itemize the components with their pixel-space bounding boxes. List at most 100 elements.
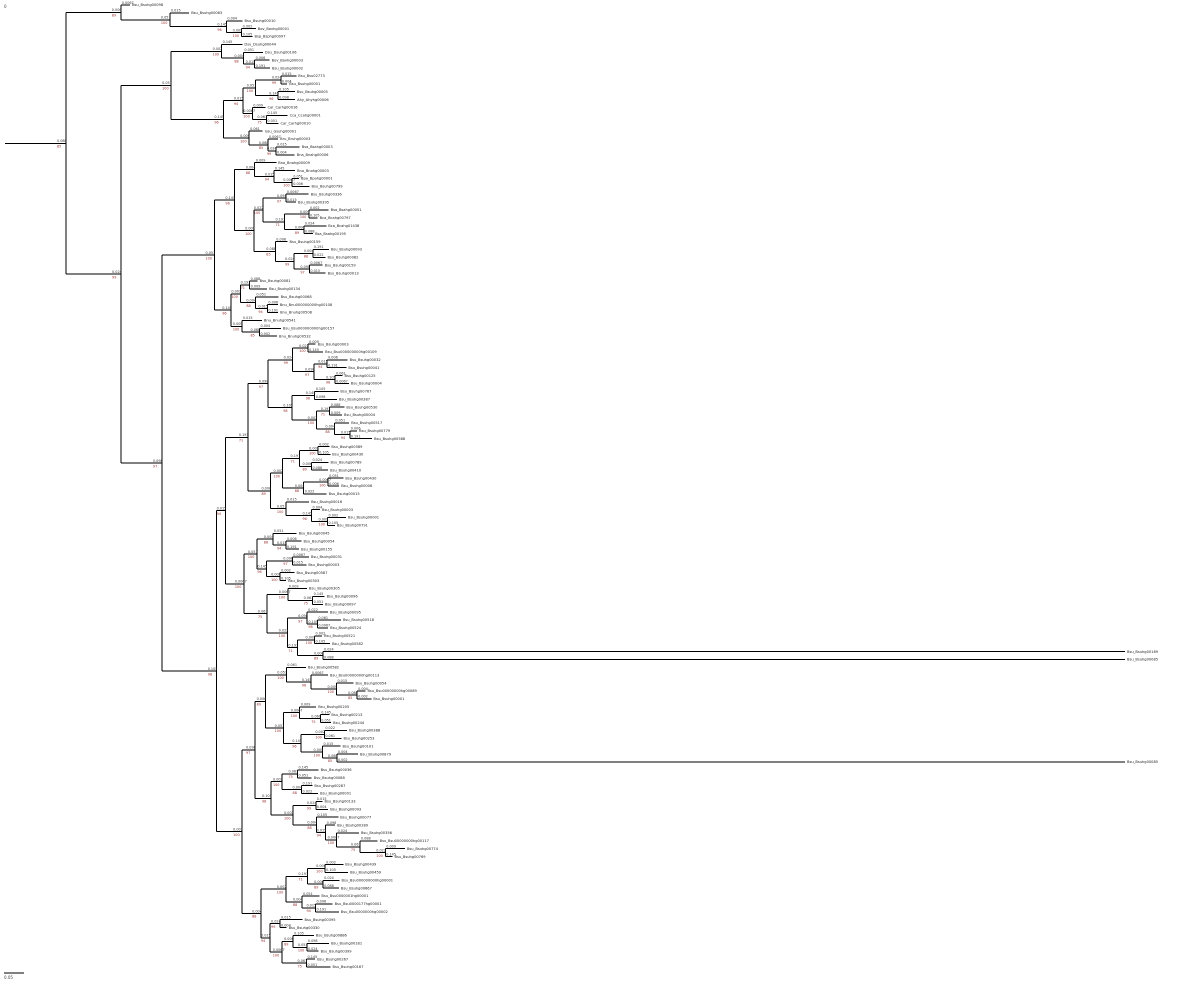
bootstrap-label: 94 xyxy=(246,65,250,69)
branch-length-label: 0.191 xyxy=(351,434,361,438)
branch-length-label: 0.088 xyxy=(324,655,334,659)
tip-label: Bsu_Bsu00000000hg00117 xyxy=(380,839,429,843)
branch-length-label: 0.0067 xyxy=(122,1,134,5)
branch-length-label: 0.022 xyxy=(299,344,309,348)
branch-length-label: 0.145 xyxy=(302,678,312,682)
branch-length-label: 0.006 xyxy=(329,482,339,486)
branch-length-label: 0.024 xyxy=(272,76,282,80)
bootstrap-label: 89 xyxy=(295,231,299,235)
branch-length-label: 0.006 xyxy=(112,8,122,12)
branch-length-label: 0.009 xyxy=(233,322,243,326)
branch-length-label: 0.051 xyxy=(277,671,287,675)
branch-length-label: 0.006 xyxy=(261,487,271,491)
tip-label: Bsu_Bsuhg00410 xyxy=(330,468,362,472)
bootstrap-label: 89 xyxy=(314,885,318,889)
branch-length-label: 0.004 xyxy=(317,805,327,809)
bootstrap-label: 100 xyxy=(240,139,246,143)
tip-label: Bsu_Bsu00000000hg00113 xyxy=(330,673,379,677)
bootstrap-label: 85 xyxy=(348,696,352,700)
branch-length-label: 0.004 xyxy=(252,909,262,913)
bootstrap-label: 98 xyxy=(283,409,287,413)
branch-length-label: 0.022 xyxy=(308,608,318,612)
tip-label: Bsu_Bsuhg00054 xyxy=(304,539,336,543)
bootstrap-label: 100 xyxy=(283,184,289,188)
branch-length-label: 0.0067 xyxy=(273,948,285,952)
branch-length-label: 0.022 xyxy=(325,726,335,730)
branch-length-label: 0.105 xyxy=(326,375,336,379)
branch-length-label: 0.051 xyxy=(308,963,318,967)
bootstrap-label: 100 xyxy=(235,585,241,589)
bootstrap-label: 89 xyxy=(284,943,288,947)
bootstrap-label: 96 xyxy=(269,97,273,101)
branch-length-label: 0.105 xyxy=(316,640,326,644)
branch-length-label: 0.015 xyxy=(171,9,181,13)
branch-length-label: 0.024 xyxy=(324,876,334,880)
bootstrap-label: 100 xyxy=(284,816,290,820)
branch-length-label: 0.0067 xyxy=(235,580,247,584)
branch-length-label: 0.002 xyxy=(310,206,320,210)
branch-length-label: 0.015 xyxy=(243,316,253,320)
bootstrap-label: 71 xyxy=(298,878,302,882)
branch-length-label: 0.006 xyxy=(316,900,326,904)
branch-length-label: 0.088 xyxy=(305,229,315,233)
branch-length-label: 0.088 xyxy=(331,403,341,407)
bootstrap-label: 100 xyxy=(254,211,260,215)
bootstrap-label: 89 xyxy=(261,492,265,496)
branch-length-label: 0.024 xyxy=(308,947,318,951)
branch-length-label: 0.061 xyxy=(325,734,335,738)
branch-length-label: 0.191 xyxy=(298,872,308,876)
tip-label: Bsu_Bsuhg00330 xyxy=(289,926,321,930)
tip-label: Bnu_Bnuhg00508 xyxy=(280,311,313,315)
branch-length-label: 0.051 xyxy=(329,474,339,478)
bootstrap-label: 100 xyxy=(277,676,283,680)
branch-length-label: 0.024 xyxy=(338,829,348,833)
tip-label: Ahy_Ahyhg00006 xyxy=(297,98,329,102)
tip-label: Bsu_Bsuhg00439 xyxy=(345,863,377,867)
bootstrap-label: 97 xyxy=(298,619,302,623)
branch-length-label: 0.015 xyxy=(265,172,275,176)
branch-length-label: 0.145 xyxy=(269,91,279,95)
branch-length-label: 0.098 xyxy=(327,821,337,825)
branch-length-label: 0.105 xyxy=(319,450,329,454)
tip-label: Bsu_Bsuhg00005 xyxy=(297,90,328,94)
tip-label: Bsu_Bsuhg00063 xyxy=(191,11,222,15)
branch-length-label: 0.009 xyxy=(251,285,261,289)
branch-length-label: 0.006 xyxy=(314,651,324,655)
branch-length-label: 0.145 xyxy=(303,511,313,515)
branch-length-label: 0.022 xyxy=(314,253,324,257)
tip-label: Bov_Bovhg00003 xyxy=(272,58,303,62)
tip-label: Bsu_Bsuhg00582 xyxy=(332,642,363,646)
bootstrap-label: 100 xyxy=(376,854,382,858)
bootstrap-label: 94 xyxy=(318,365,322,369)
tip-label: Bsu_Bsuhg00799 xyxy=(312,185,344,189)
branch-length-label: 0.009 xyxy=(240,134,250,138)
branch-length-label: 0.088 xyxy=(259,141,269,145)
bootstrap-label: 100 xyxy=(247,89,253,93)
bootstrap-label: 100 xyxy=(273,474,279,478)
branch-length-label: 0.051 xyxy=(335,419,345,423)
tip-label: Bsu_Bsuhg00068 xyxy=(281,295,313,299)
bootstrap-label: 85 xyxy=(328,759,332,763)
bootstrap-label: 99 xyxy=(284,361,288,365)
bootstrap-label: 100 xyxy=(309,452,315,456)
tree-branches xyxy=(5,4,1125,968)
branch-length-label: 0.051 xyxy=(205,251,215,255)
branch-length-label: 0.006 xyxy=(302,462,312,466)
branch-length-label: 0.022 xyxy=(254,206,264,210)
branch-length-label: 0.098 xyxy=(279,95,289,99)
branch-length-label: 0.088 xyxy=(251,277,261,281)
branch-length-label: 0.002 xyxy=(243,24,253,28)
branch-length-label: 0.105 xyxy=(262,794,272,798)
branch-length-label: 0.098 xyxy=(305,367,315,371)
bootstrap-label: 99 xyxy=(271,925,275,929)
bootstrap-label: 100 xyxy=(318,523,324,527)
branch-length-label: 0.061 xyxy=(298,959,308,963)
branch-length-label: 0.009 xyxy=(289,584,299,588)
branch-length-label: 0.004 xyxy=(304,249,314,253)
branch-length-label: 0.088 xyxy=(361,837,371,841)
branch-length-label: 0.006 xyxy=(268,300,278,304)
branch-length-label: 0.088 xyxy=(348,691,358,695)
tip-label: Bsu_Bsuhg00767 xyxy=(340,390,371,394)
branch-length-label: 0.0067 xyxy=(269,135,281,139)
tip-label: Bsu_Bsuhg00305 xyxy=(309,587,340,591)
